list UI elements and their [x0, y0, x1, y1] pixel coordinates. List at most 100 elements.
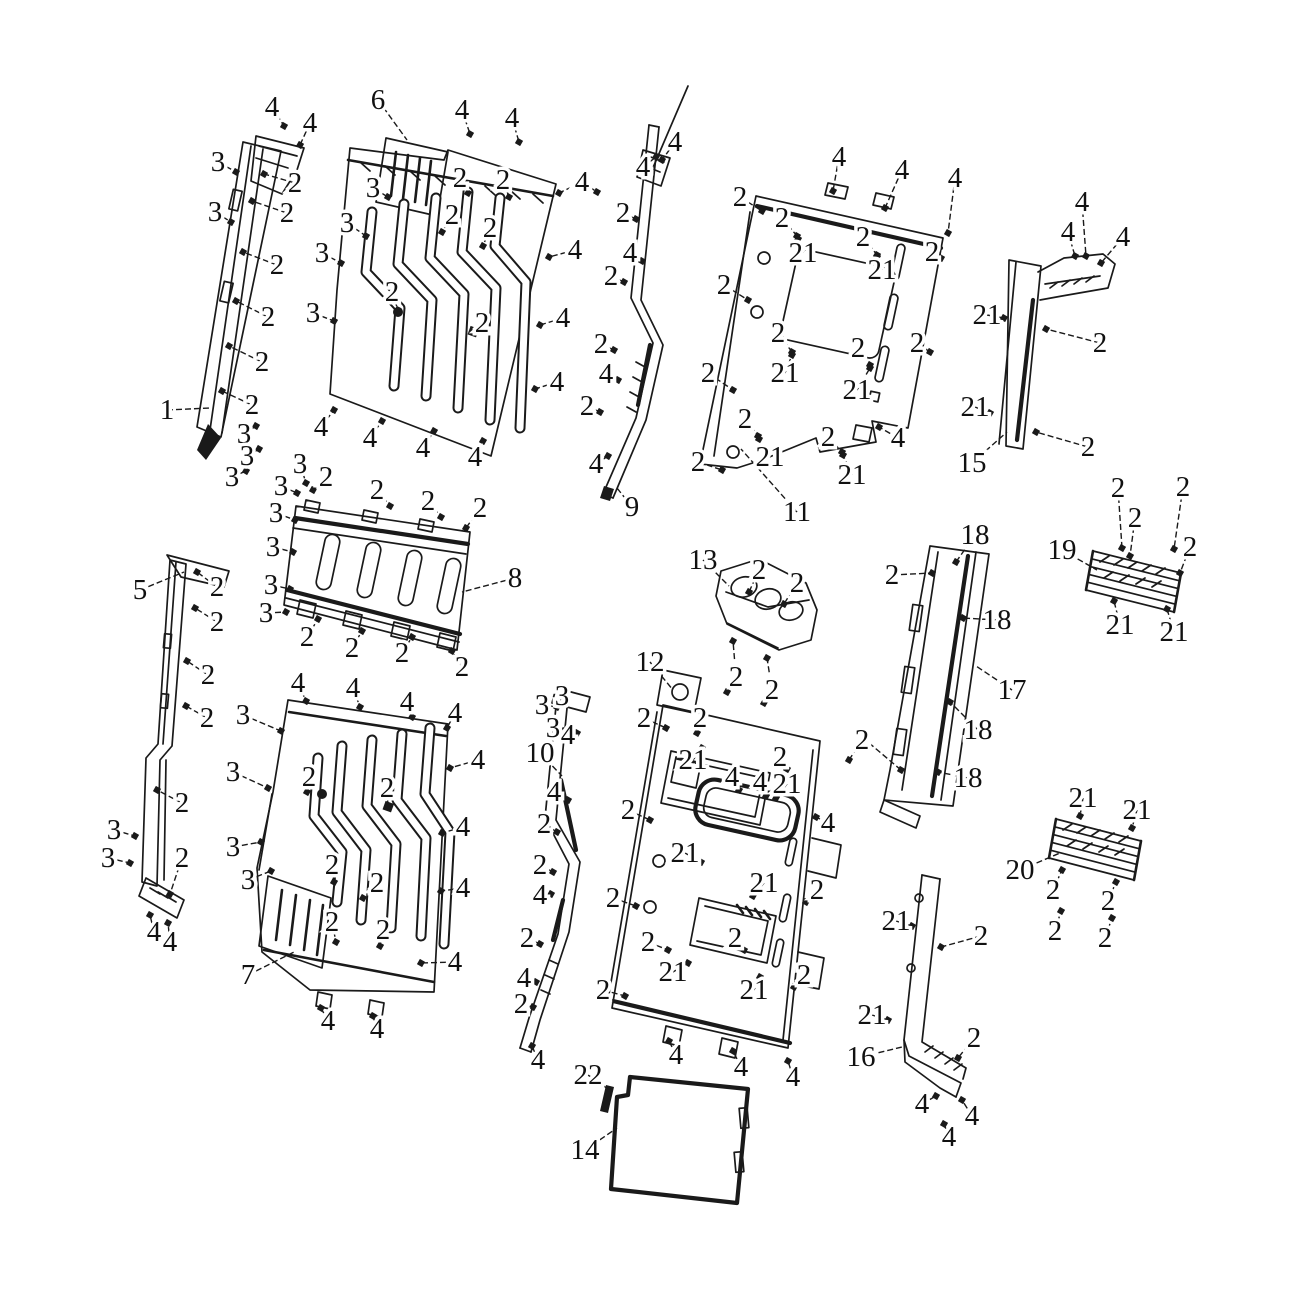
fastener-mark — [469, 327, 479, 337]
fastener-mark — [504, 192, 514, 202]
leader-line — [783, 582, 798, 605]
leader-line — [139, 571, 185, 591]
leader-line — [1081, 201, 1087, 257]
fastener-mark — [358, 893, 368, 903]
fastener-label-2: 2 — [255, 346, 270, 378]
fastener-mark — [231, 167, 241, 177]
leader-line — [1117, 487, 1123, 549]
fastener-mark — [943, 228, 953, 238]
fastener-mark — [939, 1119, 949, 1129]
fastener-label-2: 2 — [967, 1022, 982, 1054]
leader-line — [957, 1037, 975, 1059]
fastener-mark — [254, 444, 264, 454]
fastener-label-4: 4 — [321, 1005, 336, 1037]
leader-line — [1061, 549, 1098, 571]
fastener-label-3: 3 — [226, 831, 241, 863]
fastener-mark — [754, 434, 764, 444]
leader-line — [777, 332, 793, 353]
fastener-label-3: 3 — [101, 842, 116, 874]
fastener-label-2: 2 — [1128, 502, 1143, 534]
leader-line — [232, 771, 269, 789]
fastener-label-4: 4 — [550, 366, 565, 398]
fastener-mark — [779, 599, 789, 609]
fastener-mark — [251, 421, 261, 431]
leader-line — [539, 752, 563, 777]
fastener-label-21: 21 — [771, 357, 800, 389]
leader-line — [196, 571, 218, 588]
leader-line — [312, 476, 327, 491]
fastener-label-4: 4 — [556, 302, 571, 334]
fastener-mark — [295, 140, 305, 150]
leader-line — [185, 705, 208, 719]
leader-line — [377, 99, 408, 141]
fastener-label-18: 18 — [961, 519, 990, 551]
fastener-mark — [447, 646, 457, 656]
fastener-label-2: 2 — [821, 421, 836, 453]
fastener-mark — [748, 891, 758, 901]
fastener-label-4: 4 — [147, 916, 162, 948]
fastener-mark — [226, 217, 236, 227]
fastener-label-2: 2 — [533, 849, 548, 881]
fastener-label-21: 21 — [858, 999, 887, 1031]
fastener-mark — [544, 252, 554, 262]
fastener-mark — [651, 152, 661, 162]
fastener-mark — [416, 958, 426, 968]
fastener-mark — [329, 877, 339, 887]
fastener-label-2: 2 — [376, 914, 391, 946]
fastener-label-4: 4 — [346, 672, 361, 704]
fastener-mark — [217, 386, 227, 396]
fastener-mark — [1175, 568, 1185, 578]
leader-line — [758, 438, 771, 458]
fastener-label-3: 3 — [264, 569, 279, 601]
fastener-label-4: 4 — [573, 167, 588, 199]
part-label-8: 8 — [508, 562, 523, 594]
fastener-label-21: 21 — [671, 837, 700, 869]
leader-line — [766, 657, 773, 691]
leader-line — [548, 249, 576, 258]
leader-line — [194, 607, 218, 623]
fastener-label-4: 4 — [416, 432, 431, 464]
leader-line — [232, 841, 262, 848]
fastener-mark — [224, 341, 234, 351]
fastener-mark — [241, 466, 251, 476]
leader-line — [166, 407, 211, 411]
fastener-mark — [722, 687, 732, 697]
leader-line — [860, 1046, 903, 1058]
leader-line — [186, 660, 209, 676]
fastener-label-2: 2 — [771, 317, 786, 349]
fastener-mark — [907, 921, 917, 931]
part-22-pin-drawing — [600, 1085, 614, 1113]
leader-line — [1079, 797, 1084, 817]
fastener-label-2: 2 — [302, 761, 317, 793]
leader-line — [235, 300, 269, 318]
fastener-mark — [329, 316, 339, 326]
fastener-label-4: 4 — [448, 697, 463, 729]
fastener-mark — [285, 584, 295, 594]
leader-line — [781, 217, 798, 237]
leader-line — [263, 173, 296, 184]
fastener-label-2: 2 — [790, 567, 805, 599]
fastener-mark — [953, 1053, 963, 1063]
part-17-tall-panel-drawing — [879, 545, 990, 829]
fastener-mark — [514, 137, 524, 147]
leader-line — [272, 546, 294, 553]
fastener-mark — [1117, 543, 1127, 553]
leader-line — [955, 534, 976, 563]
fastener-mark — [957, 1095, 967, 1105]
leader-line — [346, 222, 367, 237]
fastener-mark — [620, 991, 630, 1001]
part-8-slotted-panel-drawing — [283, 499, 471, 652]
fastener-mark — [192, 567, 202, 577]
fastener-label-4: 4 — [1075, 186, 1090, 218]
fastener-mark — [637, 256, 647, 266]
leader-line — [251, 200, 288, 214]
fastener-label-4: 4 — [448, 946, 463, 978]
leader-line — [827, 436, 843, 453]
fastener-label-4: 4 — [314, 411, 329, 443]
leader-line — [643, 717, 667, 729]
leader-line — [1179, 546, 1191, 574]
part-6-serpentine-plate-drawing — [329, 137, 557, 457]
fastener-mark — [1107, 913, 1117, 923]
leader-line — [744, 418, 759, 437]
fastener-mark — [182, 656, 192, 666]
